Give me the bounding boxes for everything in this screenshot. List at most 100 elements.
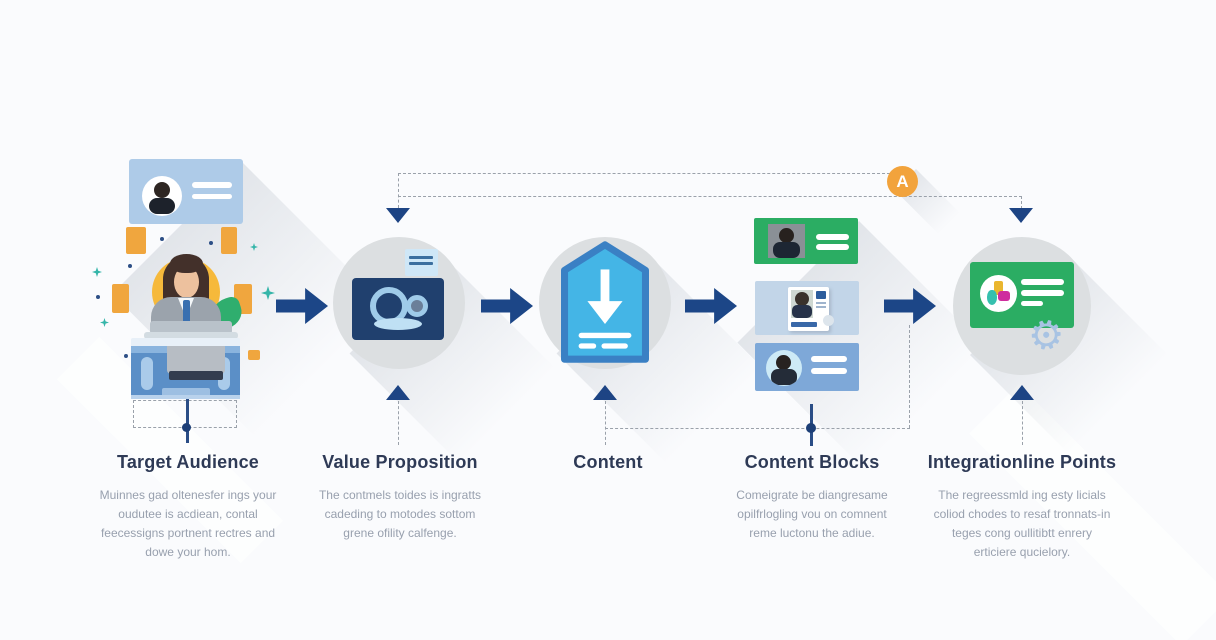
text-line xyxy=(409,262,433,265)
avatar-body xyxy=(149,198,175,214)
lectern-base xyxy=(169,371,223,380)
connector-dot-stage1 xyxy=(182,423,191,432)
dashed-connector-drop-left xyxy=(398,173,399,208)
text-line xyxy=(811,368,847,374)
id-strip xyxy=(791,322,817,327)
mini-card-icon xyxy=(405,249,438,276)
chart-shape-yellow xyxy=(994,281,1003,295)
avatar-head xyxy=(776,355,791,370)
stage-label-integration-points: Integrationline Points The regreessmld i… xyxy=(902,452,1142,562)
lens-panel xyxy=(352,278,444,340)
stage-title: Content Blocks xyxy=(744,452,880,472)
avatar-body xyxy=(773,242,800,258)
arrow-down-icon xyxy=(1009,208,1033,223)
pie-chart-icon xyxy=(980,275,1017,312)
text-line xyxy=(816,234,849,240)
avatar-body xyxy=(792,305,812,318)
stage-label-content-blocks: Content Blocks Comeigrate be diangresame… xyxy=(692,452,932,543)
desk-bottom-strip xyxy=(131,395,240,399)
person-tie xyxy=(183,300,190,326)
stage-label-target-audience: Target Audience Muinnes gad oltenesfer i… xyxy=(68,452,308,562)
text-line xyxy=(192,194,232,199)
orange-square-decoration xyxy=(248,350,260,360)
avatar-head xyxy=(779,228,794,243)
content-card-id xyxy=(755,281,859,335)
marker-a-badge: A xyxy=(887,166,918,197)
dot-decoration xyxy=(209,241,213,245)
stage-title: Content xyxy=(573,452,643,472)
sparkle-icon xyxy=(92,267,102,277)
text-line xyxy=(816,306,826,308)
stage-title: Target Audience xyxy=(116,452,260,472)
stage-description: The regreessmld ing esty licials coliod … xyxy=(933,488,1111,559)
content-card-blue xyxy=(755,343,859,391)
arrow-up-icon xyxy=(593,385,617,400)
dashed-connector-bottom-stage3 xyxy=(605,401,606,445)
id-seal xyxy=(823,315,834,326)
sparkle-icon xyxy=(100,318,109,327)
desk-panel xyxy=(162,388,210,397)
stage-label-content: Content xyxy=(488,452,728,486)
person-bangs xyxy=(170,254,203,273)
dot-decoration xyxy=(124,354,128,358)
id-badge-icon xyxy=(788,287,829,331)
dashed-connector-bottom-stage5 xyxy=(1022,401,1023,445)
orange-tag xyxy=(126,227,146,254)
dashed-connector-drop-right xyxy=(1021,196,1022,209)
marker-a-label: A xyxy=(896,171,909,191)
arrow-up-icon xyxy=(1010,385,1034,400)
dot-decoration xyxy=(160,237,164,241)
dashed-connector-bottom xyxy=(605,428,910,429)
connector-dot-stage4 xyxy=(806,423,816,433)
stage-description: Comeigrate be diangresame opilfrlogling … xyxy=(736,488,888,540)
photo-thumbnail xyxy=(768,224,805,258)
avatar-head xyxy=(795,292,809,306)
arrow-down-icon xyxy=(386,208,410,223)
chart-card-icon xyxy=(970,262,1074,328)
connector-line-stage1 xyxy=(186,397,189,443)
lectern xyxy=(167,346,225,374)
stage-description: The contmels toides is ingratts cadeding… xyxy=(318,488,482,540)
stage-description: Muinnes gad oltenesfer ings your oudutee… xyxy=(99,488,277,559)
small-ring-icon xyxy=(406,295,428,317)
orange-tag xyxy=(112,284,129,313)
dashed-connector-bottom-stage2 xyxy=(398,401,399,445)
text-line xyxy=(1021,290,1064,296)
dashed-connector-rise xyxy=(909,325,910,428)
stage-title: Integrationline Points xyxy=(927,452,1117,472)
chart-shape-magenta xyxy=(998,291,1010,301)
avatar-icon xyxy=(766,350,802,386)
avatar-body xyxy=(771,369,797,385)
text-line xyxy=(816,244,849,250)
text-line xyxy=(1021,279,1064,285)
laptop-icon xyxy=(150,321,232,334)
text-line xyxy=(409,256,433,259)
flow-arrow-4 xyxy=(884,288,936,324)
dot-decoration xyxy=(96,295,100,299)
avatar-head xyxy=(154,182,170,198)
content-card-green xyxy=(754,218,858,264)
profile-card xyxy=(129,159,243,224)
download-badge-icon xyxy=(561,241,649,363)
base-ellipse xyxy=(374,318,422,330)
id-photo xyxy=(791,290,813,318)
flow-arrow-3 xyxy=(685,288,737,324)
baluster xyxy=(141,357,153,390)
flow-arrow-1 xyxy=(276,288,328,324)
avatar-icon xyxy=(142,176,182,216)
chart-shape-teal xyxy=(987,290,997,305)
dot-decoration xyxy=(128,264,132,268)
flow-arrow-2 xyxy=(481,288,533,324)
text-line xyxy=(192,182,232,188)
id-flag xyxy=(816,291,826,299)
dashed-connector-top-2 xyxy=(398,196,1022,197)
arrow-up-icon xyxy=(386,385,410,400)
text-line xyxy=(816,302,826,304)
stage-label-value-proposition: Value Proposition The contmels toides is… xyxy=(280,452,520,543)
stage-title: Value Proposition xyxy=(322,452,478,472)
desk-front xyxy=(131,346,240,399)
sparkle-icon xyxy=(261,286,275,300)
text-line xyxy=(1021,301,1043,306)
orange-tag xyxy=(221,227,237,254)
